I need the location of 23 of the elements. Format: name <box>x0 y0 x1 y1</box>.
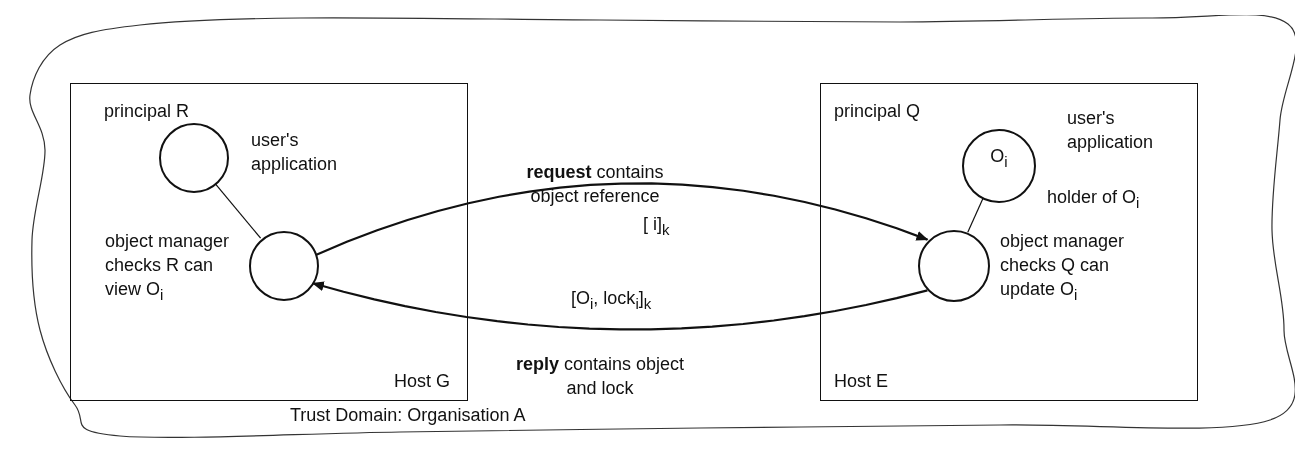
object-label: O$_{i}$ <box>989 145 1009 172</box>
message-note: reply contains object and lock <box>515 353 685 400</box>
host-box <box>70 83 468 401</box>
connector-line <box>967 198 984 233</box>
node-caption: object manager checks R can view O$_{i}$ <box>105 230 231 305</box>
host-label: Host E <box>834 370 889 393</box>
node-caption: object manager checks Q can update O$_{i}$ <box>1000 230 1126 305</box>
node-caption: user's application <box>251 129 339 176</box>
node-caption: holder of O$_{i}$ <box>1047 186 1141 213</box>
connector-line <box>214 183 262 239</box>
node-caption: user's application <box>1067 107 1155 154</box>
principal-label: principal Q <box>834 100 921 123</box>
message-arrow <box>316 182 929 256</box>
object-manager-circle <box>249 231 319 301</box>
message-note: request contains object reference <box>525 161 665 208</box>
application-circle <box>159 123 229 193</box>
host-box <box>820 83 1198 401</box>
principal-label: principal R <box>104 100 190 123</box>
domain-title: Trust Domain: Organisation A <box>290 404 526 427</box>
message-arrow <box>311 281 928 331</box>
host-label: Host G <box>394 370 450 393</box>
application-circle <box>962 129 1036 203</box>
object-manager-circle <box>918 230 990 302</box>
